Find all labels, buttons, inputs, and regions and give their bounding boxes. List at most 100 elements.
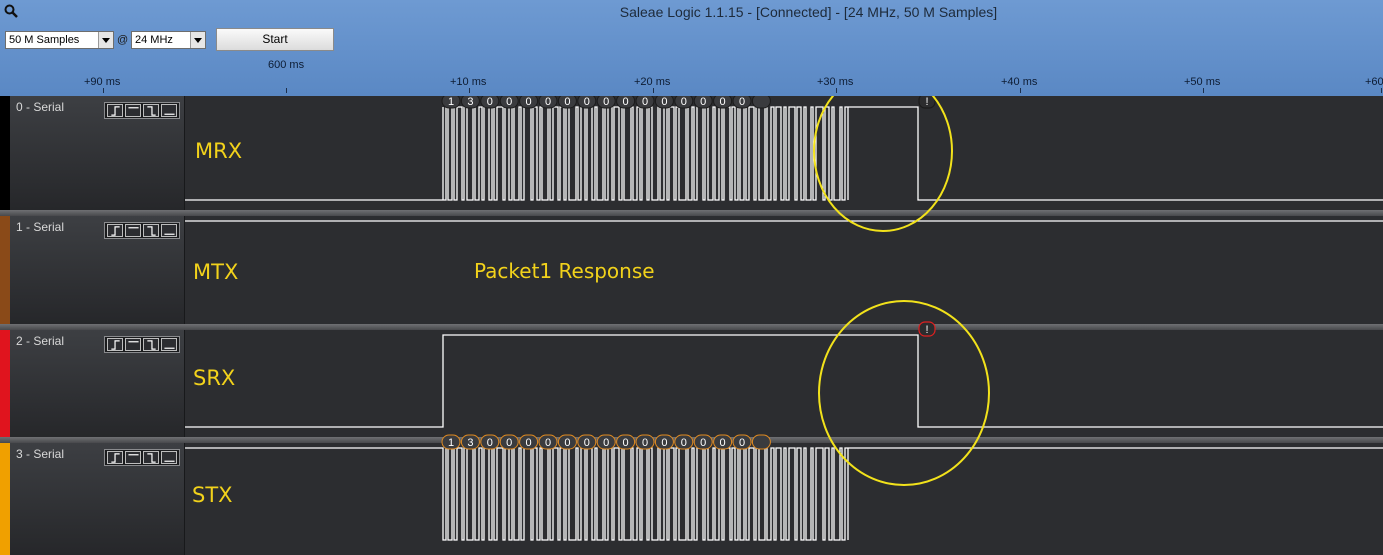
- channel-0-decoded-byte-label: 0: [681, 96, 687, 108]
- channel-3-decoded-byte-bubble: [732, 434, 752, 450]
- falling-edge-trigger-icon[interactable]: [143, 338, 159, 351]
- high-level-trigger-icon[interactable]: [125, 338, 141, 351]
- channel-1-row: 1 - Serial: [0, 216, 1383, 324]
- high-level-trigger-icon[interactable]: [125, 451, 141, 464]
- samples-select-value: 50 M Samples: [9, 34, 80, 46]
- channel-0-decoded-byte-label: 0: [487, 96, 493, 108]
- channel-3-name[interactable]: 3 - Serial: [16, 447, 65, 461]
- channel-1-label-panel[interactable]: 1 - Serial: [0, 216, 185, 324]
- channel-3-trigger-buttons: [104, 449, 180, 466]
- timeline-tick-mark: [836, 88, 837, 93]
- channel-1-color-stripe: [0, 216, 10, 324]
- channel-0-color-stripe: [0, 96, 10, 210]
- annotation-text: Packet1 Response: [474, 259, 655, 283]
- channel-3-decoded-byte-label: 0: [739, 437, 745, 449]
- channel-3-decoded-byte-bubble: [616, 434, 636, 450]
- channel-3-decoded-byte-bubble: [577, 434, 597, 450]
- channel-3-decoded-byte-label: 0: [564, 437, 570, 449]
- channel-3-decoded-byte-label: 3: [467, 437, 473, 449]
- channel-3-decoded-byte-label: 0: [584, 437, 590, 449]
- channel-3-decoded-byte-bubble: [635, 434, 655, 450]
- rising-edge-trigger-icon[interactable]: [107, 338, 123, 351]
- search-icon[interactable]: [4, 4, 18, 18]
- channel-3-decoded-byte-bubble: [751, 434, 771, 450]
- chevron-down-icon[interactable]: [98, 32, 113, 48]
- channel-0-decoded-byte-label: 0: [700, 96, 706, 108]
- channel-0-decoded-byte-bubble: [693, 96, 713, 109]
- timeline-tick-label: +90 ms: [84, 76, 121, 88]
- channel-3-color-stripe: [0, 443, 10, 555]
- timeline-tick-mark: [469, 88, 470, 93]
- channel-0-name[interactable]: 0 - Serial: [16, 100, 65, 114]
- channel-3-decoded-byte-label: 0: [700, 437, 706, 449]
- channel-0-decoded-byte-bubble: [616, 96, 636, 109]
- low-level-trigger-icon[interactable]: [161, 451, 177, 464]
- signal-label-stx: STX: [192, 483, 233, 507]
- channel-0-decoded-byte-bubble: [557, 96, 577, 109]
- timeline-scale-label: 600 ms: [268, 59, 305, 71]
- channel-0-decoded-byte-label: 1: [448, 96, 454, 108]
- channel-0-decoded-byte-label: 0: [506, 96, 512, 108]
- rising-edge-trigger-icon[interactable]: [107, 451, 123, 464]
- channel-2-error-marker: [918, 321, 936, 337]
- channel-0-decoded-byte-label: 3: [467, 96, 473, 108]
- channel-3-decoded-byte-label: 0: [642, 437, 648, 449]
- timeline-tick-mark: [1381, 88, 1382, 93]
- channel-3-decoded-byte-bubble: [693, 434, 713, 450]
- channel-0-decoded-byte-bubble: [577, 96, 597, 109]
- channel-3-decoded-byte-bubble: [713, 434, 733, 450]
- high-level-trigger-icon[interactable]: [125, 104, 141, 117]
- channel-2-trigger-buttons: [104, 336, 180, 353]
- chevron-down-icon[interactable]: [190, 32, 205, 48]
- rising-edge-trigger-icon[interactable]: [107, 104, 123, 117]
- low-level-trigger-icon[interactable]: [161, 104, 177, 117]
- window-title: Saleae Logic 1.1.15 - [Connected] - [24 …: [619, 4, 998, 20]
- channel-1-name[interactable]: 1 - Serial: [16, 220, 65, 234]
- timeline-tick-mark: [286, 88, 287, 93]
- start-button[interactable]: Start: [216, 28, 334, 51]
- channel-separator[interactable]: [0, 210, 1383, 216]
- sample-rate-select[interactable]: 24 MHz: [131, 31, 206, 49]
- channel-3-label-panel[interactable]: 3 - Serial: [0, 443, 185, 555]
- channel-1-trigger-buttons: [104, 222, 180, 239]
- highlight-circle: [818, 300, 990, 486]
- channel-3-decoded-byte-bubble: [460, 434, 480, 450]
- channel-0-decoded-byte-label: 0: [642, 96, 648, 108]
- low-level-trigger-icon[interactable]: [161, 224, 177, 237]
- timeline-tick-label: +60: [1365, 76, 1383, 88]
- channel-3-decoded-byte-label: 0: [603, 437, 609, 449]
- channel-3-decoded-byte-bubble: [519, 434, 539, 450]
- channel-0-label-panel[interactable]: 0 - Serial: [0, 96, 185, 210]
- samples-select[interactable]: 50 M Samples: [5, 31, 114, 49]
- rising-edge-trigger-icon[interactable]: [107, 224, 123, 237]
- timeline-tick-label: +20 ms: [634, 76, 671, 88]
- falling-edge-trigger-icon[interactable]: [143, 451, 159, 464]
- channel-0-decoded-byte-label: 0: [584, 96, 590, 108]
- channel-0-decoded-byte-label: 0: [603, 96, 609, 108]
- channel-3-decoded-byte-bubble: [557, 434, 577, 450]
- at-symbol: @: [117, 34, 129, 46]
- timeline-tick-label: +40 ms: [1001, 76, 1038, 88]
- channel-0-decoded-byte-bubble: [499, 96, 519, 109]
- channel-separator[interactable]: [0, 324, 1383, 330]
- channel-0-decoded-byte-bubble: [460, 96, 480, 109]
- channel-2-label-panel[interactable]: 2 - Serial: [0, 330, 185, 437]
- channel-3-decoded-byte-bubble: [674, 434, 694, 450]
- channel-2-name[interactable]: 2 - Serial: [16, 334, 65, 348]
- channel-3-decoded-byte-bubble: [538, 434, 558, 450]
- channel-0-decoded-byte-label: 0: [526, 96, 532, 108]
- highlight-circle: [813, 96, 953, 232]
- channel-0-decoded-byte-bubble: [713, 96, 733, 109]
- low-level-trigger-icon[interactable]: [161, 338, 177, 351]
- falling-edge-trigger-icon[interactable]: [143, 104, 159, 117]
- channel-3-decoded-byte-label: 0: [661, 437, 667, 449]
- channel-2-error-marker-label: !: [925, 324, 928, 336]
- channel-0-decoded-byte-label: 0: [545, 96, 551, 108]
- falling-edge-trigger-icon[interactable]: [143, 224, 159, 237]
- channel-3-decoded-byte-label: 0: [623, 437, 629, 449]
- channel-3-decoded-byte-label: 0: [681, 437, 687, 449]
- channel-3-decoded-byte-bubble: [499, 434, 519, 450]
- high-level-trigger-icon[interactable]: [125, 224, 141, 237]
- channel-0-error-marker: [918, 96, 936, 109]
